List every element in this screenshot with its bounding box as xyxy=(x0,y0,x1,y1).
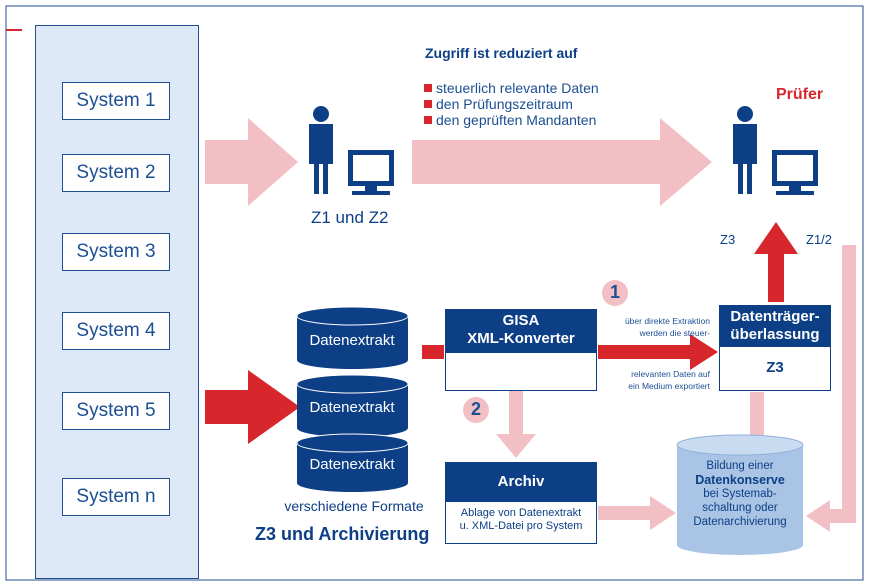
red-arrow-up-z3 xyxy=(754,222,798,302)
datentraeger-line1: Datenträger- xyxy=(730,308,820,325)
z1z2-label: Z1 und Z2 xyxy=(311,208,389,227)
pruefer-monitor-icon xyxy=(772,150,818,195)
pink-arrow-system-to-user xyxy=(205,118,298,206)
pruefer-label: Prüfer xyxy=(776,86,824,103)
access-item-3: den geprüften Mandanten xyxy=(424,112,596,128)
cylinder-1 xyxy=(296,306,409,369)
access-item-3-text: den geprüften Mandanten xyxy=(436,112,597,128)
archiv-desc: Ablage von Datenextrakt u. XML-Datei pro… xyxy=(445,507,597,533)
datenextrakt-label-2: Datenextrakt xyxy=(309,399,395,416)
step2-circle xyxy=(463,397,489,423)
konserve-line4: schaltung oder xyxy=(702,502,778,514)
pink-arrow-gisa-to-archiv xyxy=(496,390,536,458)
access-item-1-text: steuerlich relevante Daten xyxy=(436,80,599,96)
note-bottom-line1: relevanten Daten auf xyxy=(631,369,710,379)
system-4-box: System 4 xyxy=(62,312,170,350)
konserve-cylinder xyxy=(676,434,804,555)
access-heading: Zugriff ist reduziert auf xyxy=(425,45,578,61)
konserve-line2: Datenkonserve xyxy=(695,473,785,487)
step1-circle xyxy=(602,280,628,306)
z3-archiv-label: Z3 und Archivierung xyxy=(255,524,430,544)
cylinder-2 xyxy=(296,374,409,437)
note-bottom: relevanten Daten auf ein Medium exportie… xyxy=(590,368,710,392)
red-arrow-to-datentraeger xyxy=(598,334,718,370)
system-n-box: System n xyxy=(62,478,170,516)
person-icon xyxy=(309,106,333,194)
datentraeger-line2: überlassung xyxy=(730,326,820,343)
pink-arrow-z12-to-konserve xyxy=(806,500,856,532)
pink-arrow-to-pruefer xyxy=(412,118,712,206)
system-2-box: System 2 xyxy=(62,154,170,192)
note-bottom-line2: ein Medium exportiert xyxy=(628,381,710,391)
konserve-line5: Datenarchivierung xyxy=(693,516,787,528)
z3-label: Z3 xyxy=(720,232,736,247)
archiv-line1: Ablage von Datenextrakt xyxy=(460,507,582,519)
formats-label: verschiedene Formate xyxy=(284,498,424,514)
konserve-line3: bei Systemab- xyxy=(703,488,777,500)
access-item-1: steuerlich relevante Daten xyxy=(424,80,599,96)
konserve-line1: Bildung einer xyxy=(706,460,774,472)
datenextrakt-label-1: Datenextrakt xyxy=(309,332,395,349)
step-1-number: 1 xyxy=(609,282,620,302)
note-top-line1: über direkte Extraktion xyxy=(624,316,710,326)
pruefer-person-icon xyxy=(733,106,757,194)
note-top-line2: werden die steuer- xyxy=(639,328,710,338)
bullet-square-icon xyxy=(424,84,432,92)
access-item-2-text: den Prüfungszeitraum xyxy=(436,96,573,112)
step-2-number: 2 xyxy=(470,399,481,419)
system-1-box: System 1 xyxy=(62,82,170,120)
gisa-header: GISA XML-Konverter xyxy=(445,309,597,353)
datenextrakt-label-3: Datenextrakt xyxy=(309,456,395,473)
cylinder-3 xyxy=(296,433,409,492)
z12-label: Z1/2 xyxy=(806,232,833,247)
bullet-square-icon xyxy=(424,116,432,124)
datentraeger-header: Datenträger- überlassung xyxy=(719,305,831,347)
pink-arrow-archiv-to-konserve xyxy=(598,496,676,530)
red-connector-gisa xyxy=(422,345,444,359)
outer-frame xyxy=(5,5,864,581)
gisa-line2: XML-Konverter xyxy=(467,330,575,347)
monitor-icon xyxy=(348,150,394,195)
pink-line-z12 xyxy=(842,245,856,523)
pink-line-konserve-up xyxy=(750,392,764,436)
archiv-title: Archiv xyxy=(497,473,545,490)
note-top: über direkte Extraktion werden die steue… xyxy=(590,315,710,339)
red-arrow-system5 xyxy=(205,370,300,444)
system-5-box: System 5 xyxy=(62,392,170,430)
konserve-text: Bildung einer Datenkonserve bei Systemab… xyxy=(677,459,803,529)
system-3-box: System 3 xyxy=(62,233,170,271)
bullet-square-icon xyxy=(424,100,432,108)
archiv-header: Archiv xyxy=(445,462,597,502)
datentraeger-sub: Z3 xyxy=(766,359,784,376)
gisa-line1: GISA xyxy=(502,312,540,329)
access-item-2: den Prüfungszeitraum xyxy=(424,96,573,112)
archiv-line2: u. XML-Datei pro System xyxy=(459,520,583,532)
